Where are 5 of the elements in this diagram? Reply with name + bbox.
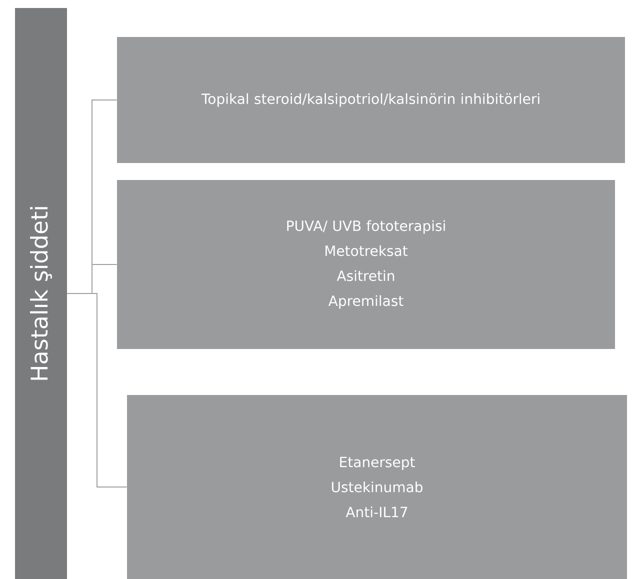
treatment-box: Topikal steroid/kalsipotriol/kalsinörin inhibitörleri [117,37,625,163]
treatment-box: PUVA/ UVB fototerapisi Metotreksat Asitretin Apremilast [117,180,615,349]
connector-line [66,293,128,488]
treatment-box: Etanersept Ustekinumab Anti-IL17 [127,395,627,579]
severity-bar: Hastalık şiddeti [15,8,67,579]
